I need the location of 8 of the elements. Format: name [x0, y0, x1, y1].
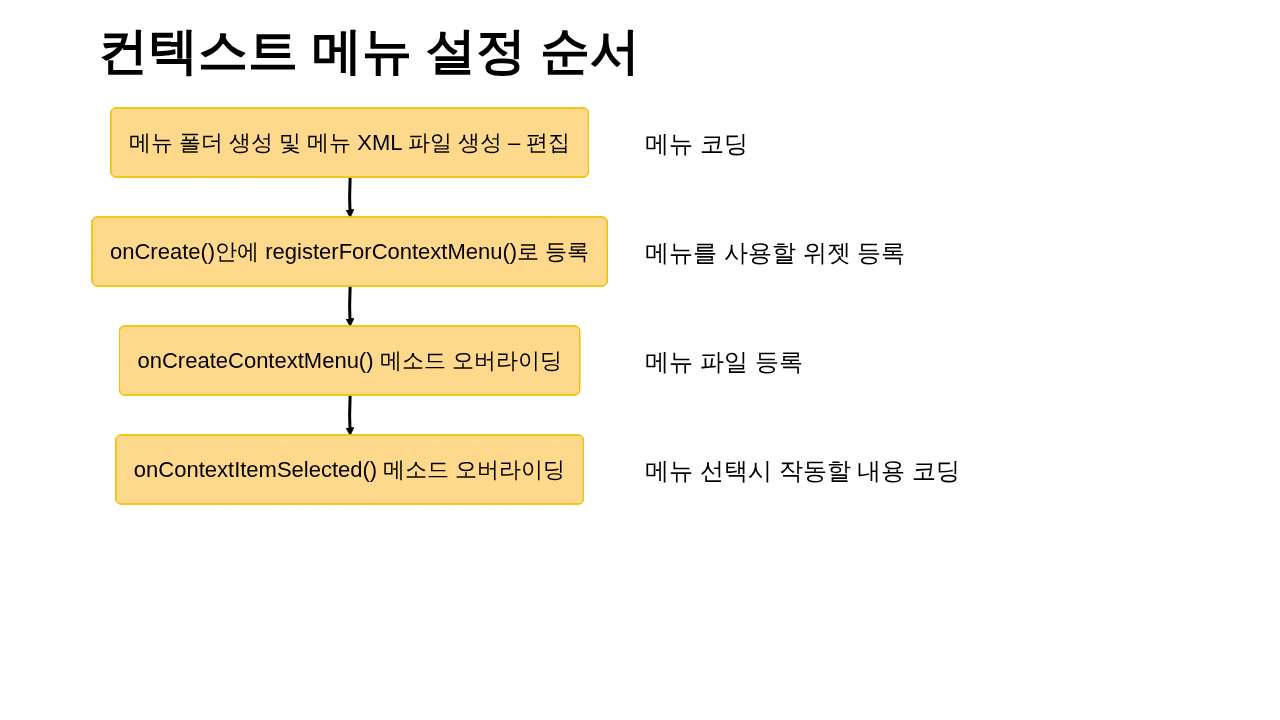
side-note: 메뉴를 사용할 위젯 등록	[645, 237, 906, 268]
side-note: 메뉴 코딩	[645, 128, 748, 159]
arrow	[345, 395, 355, 436]
arrow	[345, 286, 355, 327]
arrow	[345, 177, 355, 218]
side-note: 메뉴 파일 등록	[645, 346, 803, 377]
side-note: 메뉴 선택시 작동할 내용 코딩	[645, 455, 960, 486]
diagram-title: 컨텍스트 메뉴 설정 순서	[98, 22, 640, 81]
